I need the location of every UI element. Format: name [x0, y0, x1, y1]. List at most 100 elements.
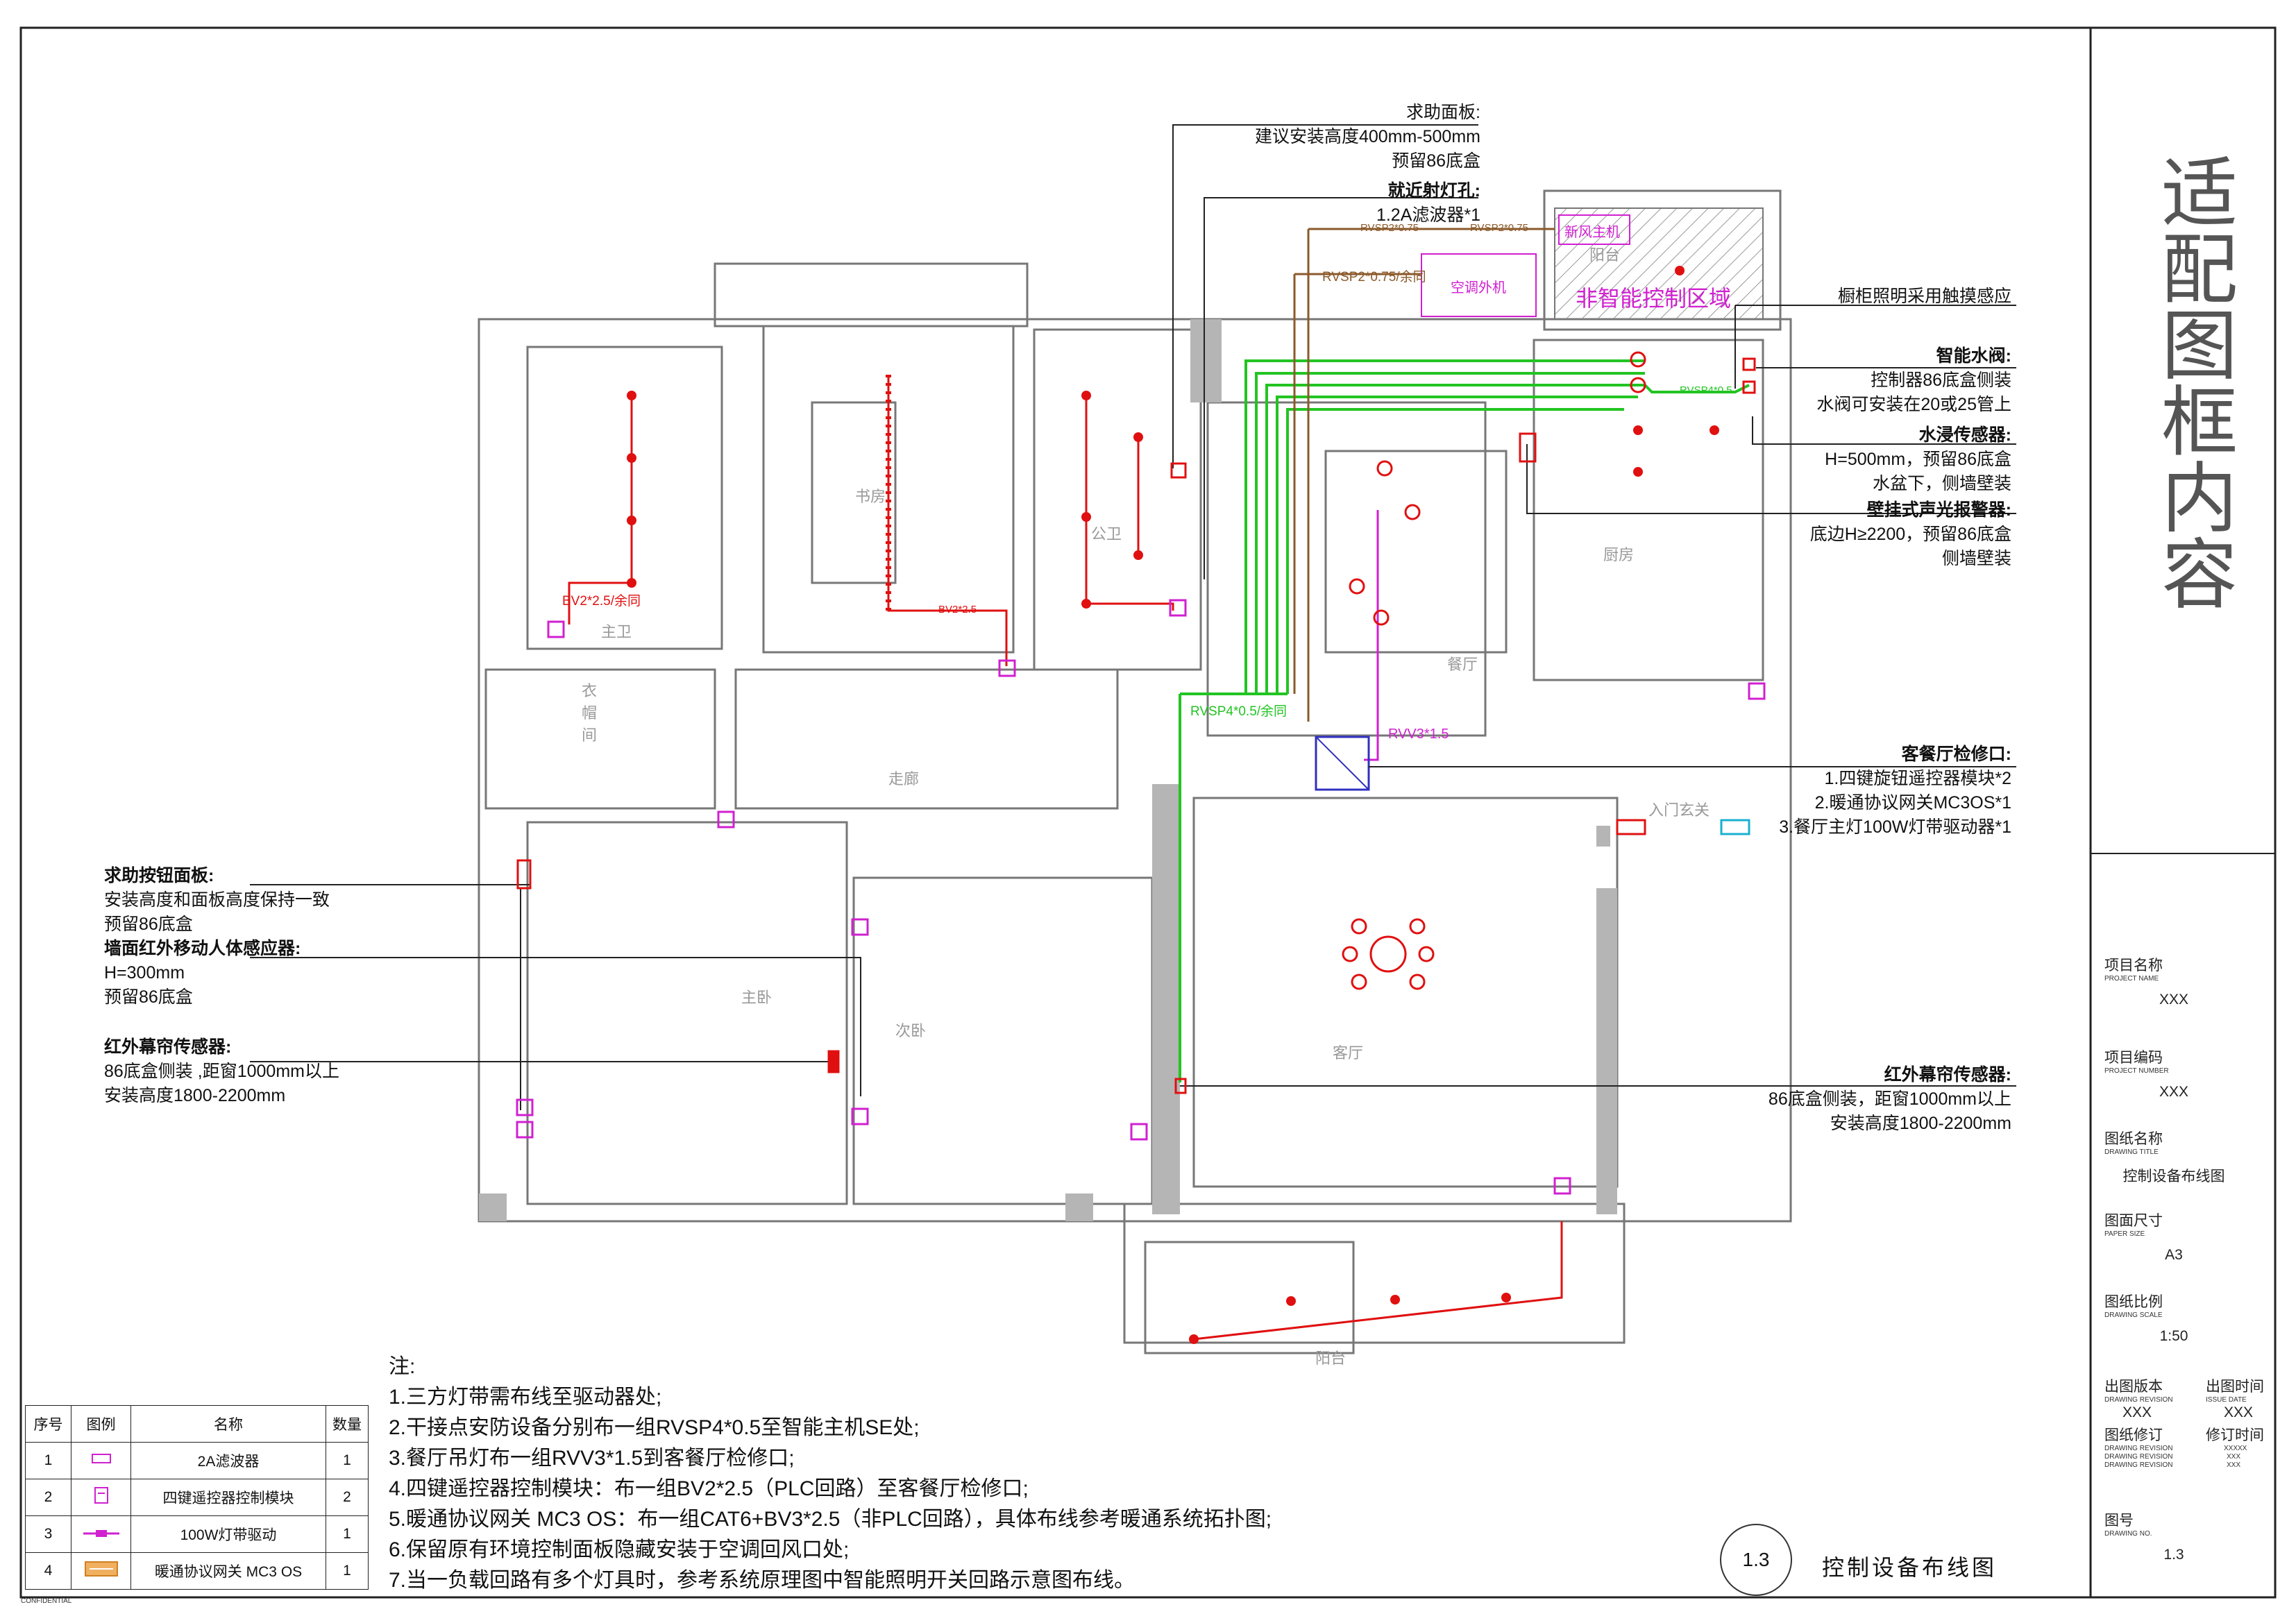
- legend-header: 名称: [130, 1405, 326, 1443]
- note-item: 6.保留原有环境控制面板隐藏安装于空调回风口处;: [389, 1538, 850, 1561]
- tb-label-en: DRAWING NO.: [2104, 1530, 2152, 1538]
- outer-frame: [19, 26, 2277, 1599]
- legend-no: 3: [25, 1515, 71, 1553]
- tb-drawing-title: 图纸名称 DRAWING TITLE 控制设备布线图: [2104, 1128, 2243, 1186]
- legend-no: 2: [25, 1479, 71, 1516]
- note-item: 1.三方灯带需布线至驱动器处;: [389, 1386, 662, 1409]
- tb-project-name: 项目名称 PROJECT NAME XXX: [2104, 954, 2243, 1008]
- room-entrance: 入门玄关: [1648, 801, 1710, 819]
- wire-label-bv: BV2*2.5: [938, 604, 977, 615]
- legend-table: 序号 图例 名称 数量 1 2A滤波器 1 2 四键遥控器控制模块 2 3 10…: [25, 1405, 369, 1590]
- annotation-title: 求助面板:: [1406, 103, 1480, 122]
- building-walls: [478, 189, 1792, 1354]
- tb-label: 修订时间: [2206, 1427, 2264, 1443]
- legend-qty: 1: [326, 1442, 369, 1479]
- tb-issue-date: 出图时间 ISSUE DATE XXX: [2206, 1375, 2264, 1421]
- room-master-bath: 主卫: [601, 623, 632, 640]
- hvac-gateway-icon: [71, 1552, 131, 1590]
- frame-side-text: 适配图框内容: [2148, 153, 2237, 611]
- tb-scale: 图纸比例 DRAWING SCALE 1:50: [2104, 1291, 2243, 1345]
- tb-label-en: PROJECT NAME: [2104, 975, 2159, 983]
- tb-value: 1.3: [2163, 1547, 2184, 1563]
- legend-row: 3 100W灯带驱动 1: [25, 1515, 369, 1553]
- annotation-line: H=300mm: [104, 963, 185, 983]
- tb-value: A3: [2165, 1247, 2183, 1263]
- annotation-cabinet-light: 橱柜照明采用触摸感应: [1838, 284, 2011, 309]
- tb-label: 出图时间: [2206, 1379, 2264, 1395]
- kongtiao-label: 空调外机: [1451, 280, 1506, 296]
- room-public-bath: 公卫: [1091, 525, 1122, 543]
- annotation-title: 墙面红外移动人体感应器:: [104, 939, 301, 958]
- wire-label-bv-rest: BV2*2.5/余同: [562, 594, 641, 609]
- legend-name: 100W灯带驱动: [130, 1515, 326, 1553]
- legend-no: 1: [25, 1442, 71, 1479]
- brown-wires: [1293, 228, 1555, 722]
- device-markers: [516, 351, 1766, 1195]
- note-item: 4.四键遥控器控制模块：布一组BV2*2.5（PLC回路）至客餐厅检修口;: [389, 1477, 1029, 1500]
- wire-label-rvsp2-rest: RVSP2*0.75/余同: [1322, 270, 1426, 284]
- tb-project-number: 项目编码 PROJECT NUMBER XXX: [2104, 1046, 2243, 1101]
- room-living: 客厅: [1333, 1044, 1364, 1062]
- tb-value: XXX: [2159, 992, 2189, 1008]
- annotation-water-sensor: 水浸传感器: H=500mm，预留86底盒 水盆下，侧墙壁装: [1825, 423, 2011, 496]
- legend-name: 四键遥控器控制模块: [130, 1479, 326, 1516]
- tb-revision-edit: 图纸修订 DRAWING REVISION DRAWING REVISION D…: [2104, 1424, 2173, 1470]
- annotation-line: 86底盒侧装，距窗1000mm以上: [1768, 1089, 2011, 1109]
- leader-lines: [250, 124, 2016, 1110]
- annotation-title: 红外幕帘传感器:: [104, 1037, 232, 1057]
- notes-title: 注:: [389, 1355, 416, 1378]
- note-item: 7.当一负载回路有多个灯具时，参考系统原理图中智能照明开关回路示意图布线。: [389, 1569, 1136, 1592]
- room-balcony-top: 阳台: [1589, 246, 1621, 264]
- annotation-line: 2.暖通协议网关MC3OS*1: [1814, 793, 2011, 813]
- tb-drawing-no: 图号 DRAWING NO. 1.3: [2104, 1509, 2243, 1563]
- tb-label: 图面尺寸: [2104, 1213, 2163, 1229]
- confidential-label: CONFIDENTIAL: [21, 1597, 72, 1605]
- gray-wall-blocks: [479, 319, 1617, 1221]
- annotation-line: 底边H≥2200，预留86底盒: [1809, 525, 2011, 544]
- legend-name: 暖通协议网关 MC3 OS: [130, 1552, 326, 1590]
- annotation-line: 86底盒侧装 ,距窗1000mm以上: [104, 1062, 339, 1081]
- legend-row: 1 2A滤波器 1: [25, 1442, 369, 1479]
- room-wardrobe: 衣帽间: [582, 682, 598, 744]
- legend-qty: 1: [326, 1552, 369, 1590]
- tb-value: XXX: [2122, 1404, 2152, 1420]
- tb-revision-time: 修订时间 XXXXX XXX XXX: [2206, 1424, 2264, 1470]
- annotation-line: 安装高度1800-2200mm: [104, 1086, 286, 1105]
- tb-label: 项目编码: [2104, 1050, 2163, 1066]
- annotation-title: 智能水阀:: [1936, 346, 2011, 366]
- wire-label-rvsp4-rest: RVSP4*0.5/余同: [1190, 704, 1288, 719]
- tb-label-en: PAPER SIZE: [2104, 1230, 2145, 1238]
- wire-label-rvsp2-b: RVSP2*0.75: [1470, 222, 1528, 234]
- note-item: 3.餐厅吊灯布一组RVV3*1.5到客餐厅检修口;: [389, 1447, 795, 1470]
- rvv3-wire: [1364, 510, 1379, 761]
- legend-qty: 2: [326, 1479, 369, 1516]
- annotation-line: H=500mm，预留86底盒: [1825, 450, 2011, 469]
- annotation-line: 水盆下，侧墙壁装: [1872, 474, 2011, 493]
- kongtiao-box: [1421, 253, 1537, 317]
- legend-header-row: 序号 图例 名称 数量: [25, 1405, 369, 1443]
- annotation-line: 安装高度和面板高度保持一致: [104, 890, 330, 910]
- tb-paper-size: 图面尺寸 PAPER SIZE A3: [2104, 1209, 2243, 1264]
- notes: 注: 1.三方灯带需布线至驱动器处; 2.干接点安防设备分别布一组RVSP4*0…: [389, 1352, 1272, 1596]
- room-dining: 餐厅: [1447, 656, 1478, 673]
- annotation-curtain-right: 红外幕帘传感器: 86底盒侧装，距窗1000mm以上 安装高度1800-2200…: [1769, 1063, 2011, 1136]
- annotation-title: 壁挂式声光报警器:: [1866, 500, 2011, 520]
- annotation-line: 侧墙壁装: [1941, 549, 2011, 568]
- legend-header: 图例: [71, 1405, 131, 1443]
- tb-value: XXXXX: [2224, 1445, 2247, 1452]
- tb-value: XXX: [2227, 1461, 2241, 1469]
- legend-row: 2 四键遥控器控制模块 2: [25, 1479, 369, 1516]
- drawing-number-bubble: 1.3: [1720, 1524, 1792, 1596]
- light-fixtures: [1342, 460, 1435, 990]
- drawing-title: 控制设备布线图: [1822, 1555, 1998, 1580]
- tb-value: XXX: [2159, 1084, 2189, 1100]
- tb-label: 图纸比例: [2104, 1294, 2163, 1310]
- annotation-line: 3.餐厅主灯100W灯带驱动器*1: [1779, 817, 2011, 837]
- room-corridor: 走廊: [888, 770, 920, 788]
- tb-label-en: DRAWING REVISION: [2104, 1453, 2173, 1461]
- room-study: 书房: [855, 488, 886, 505]
- room-kitchen: 厨房: [1603, 546, 1635, 563]
- annotation-line: 预留86底盒: [1392, 151, 1480, 171]
- non-smart-zone-hatch: [1554, 207, 1764, 320]
